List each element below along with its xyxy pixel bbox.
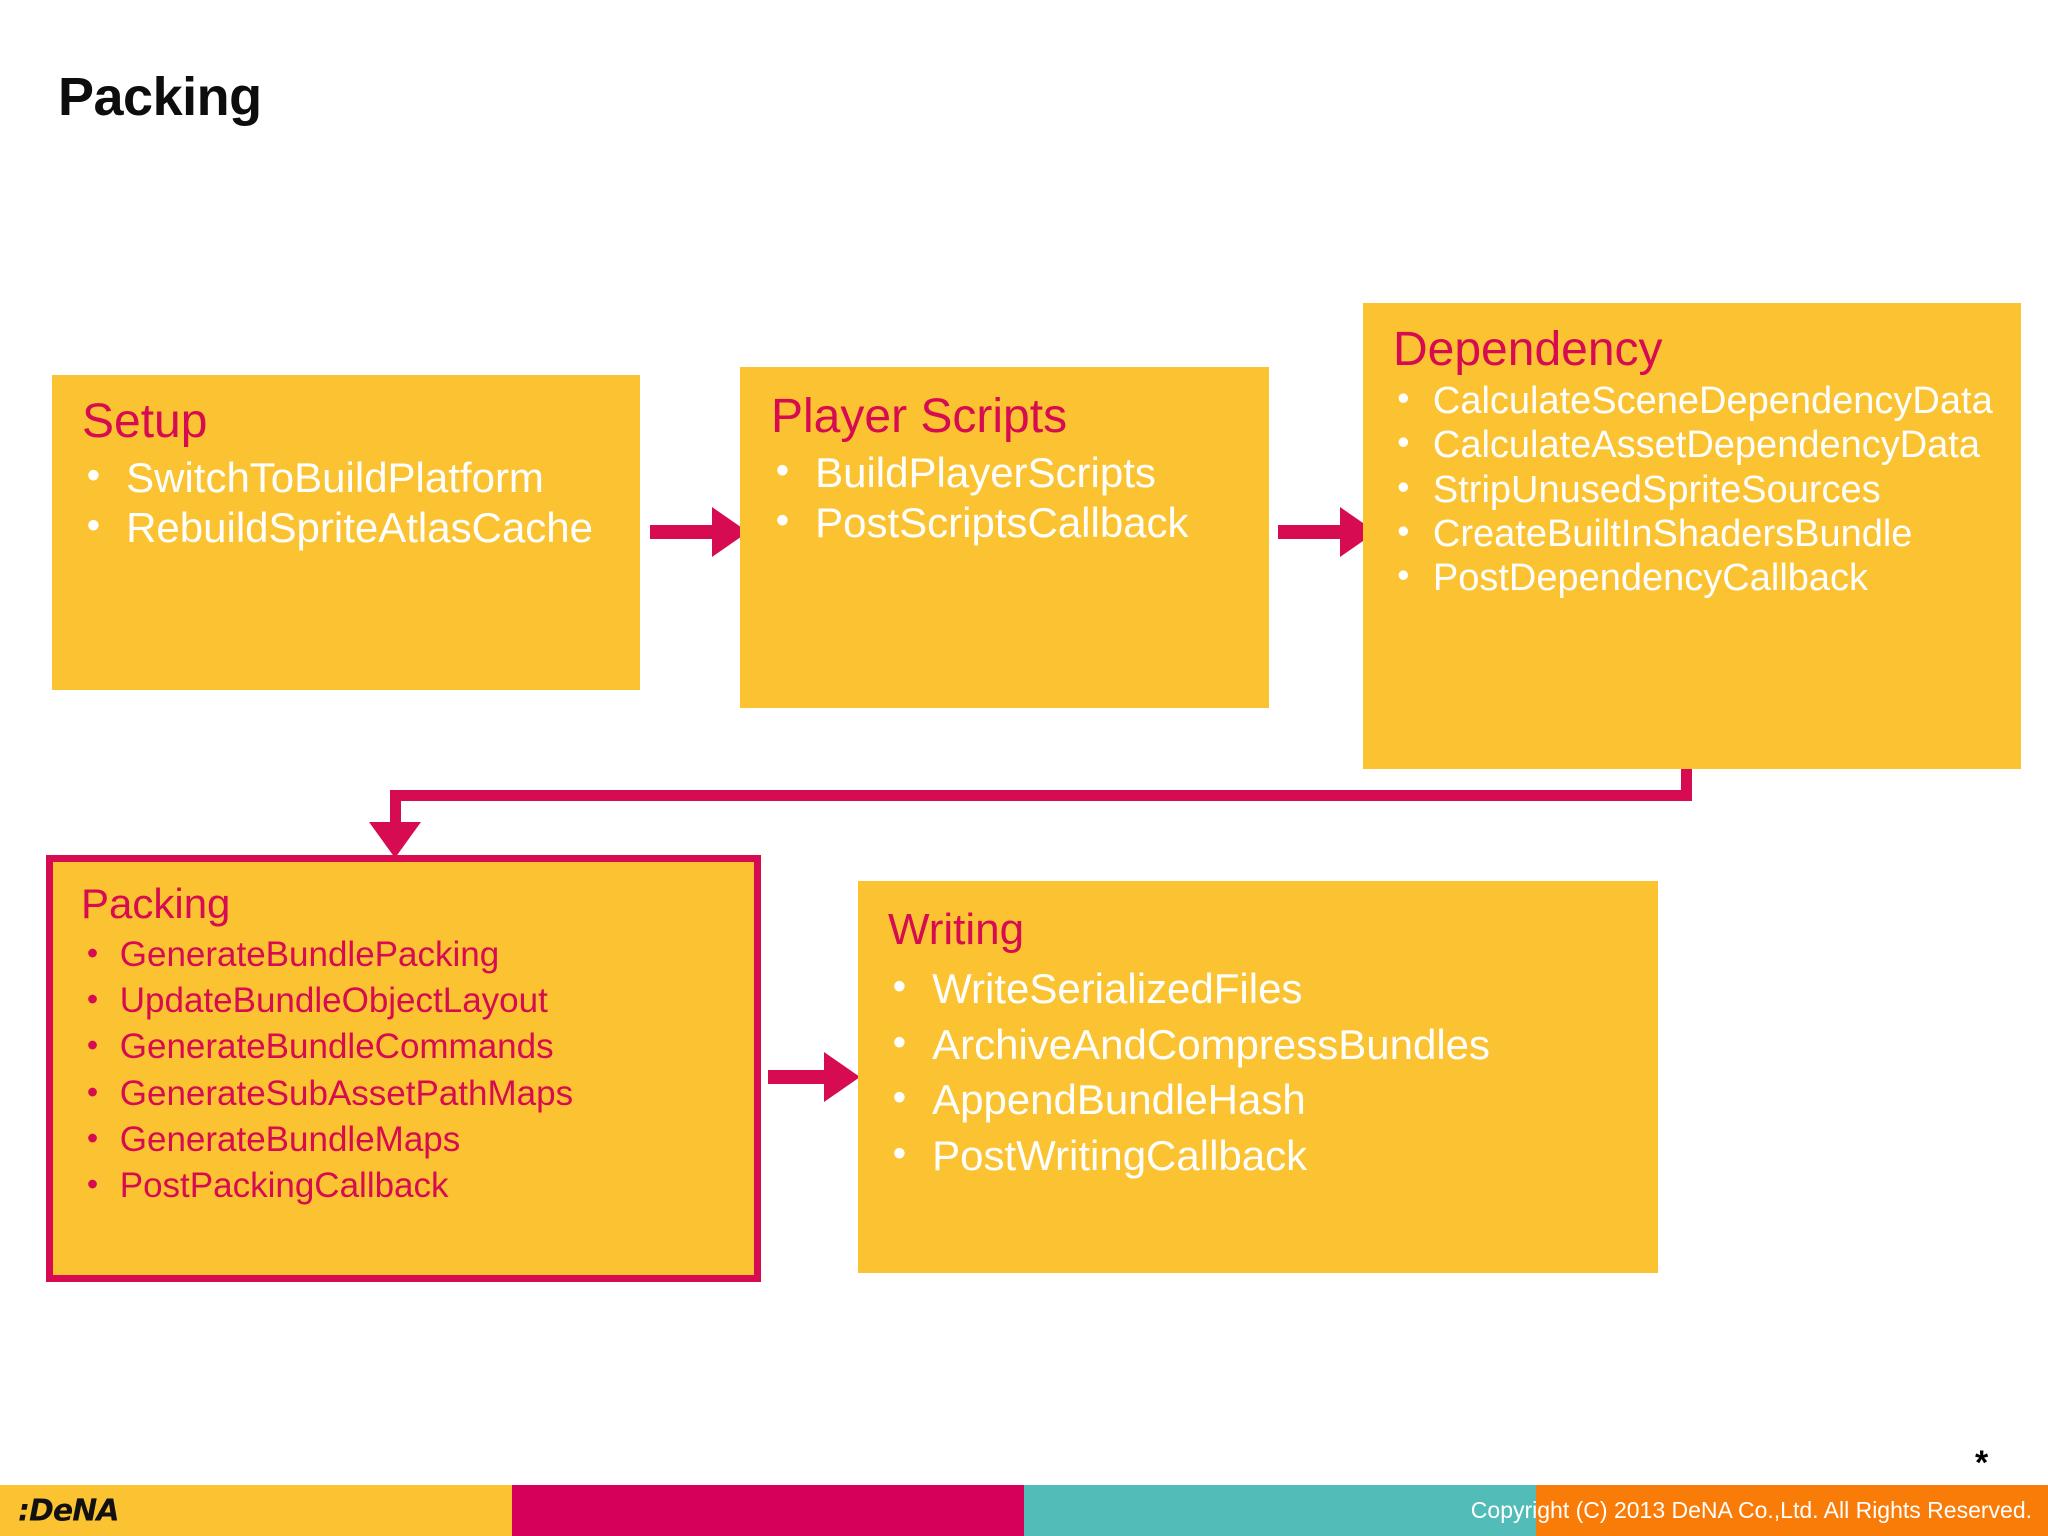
arrow-head-icon	[824, 1052, 860, 1102]
footer-band-orange: Copyright (C) 2013 DeNA Co.,Ltd. All Rig…	[1471, 1485, 2048, 1536]
arrow-packing-to-writing	[768, 1070, 830, 1084]
list-item: GenerateBundleCommands	[83, 1024, 736, 1070]
list-item: BuildPlayerScripts	[771, 448, 1249, 497]
stage-list-packing: GenerateBundlePacking UpdateBundleObject…	[83, 932, 736, 1209]
stage-title-packing: Packing	[81, 880, 231, 927]
stage-box-packing[interactable]: Packing GenerateBundlePacking UpdateBund…	[46, 855, 761, 1282]
connector-dependency-to-packing-segment	[390, 790, 1692, 801]
stage-list-dependency: CalculateSceneDependencyData CalculateAs…	[1393, 379, 2003, 599]
footnote-asterisk: *	[1975, 1444, 1989, 1482]
footer-band-yellow: :DeNA	[0, 1485, 512, 1536]
stage-title-dependency: Dependency	[1393, 323, 1663, 376]
copyright-text: Copyright (C) 2013 DeNA Co.,Ltd. All Rig…	[1470, 1497, 2032, 1523]
list-item: RebuildSpriteAtlasCache	[82, 503, 614, 552]
arrow-head-icon	[369, 822, 421, 858]
stage-box-player-scripts[interactable]: Player Scripts BuildPlayerScripts PostSc…	[740, 367, 1269, 708]
list-item: PostPackingCallback	[83, 1163, 736, 1209]
arrow-player-scripts-to-dependency	[1278, 525, 1346, 539]
footer: :DeNA Copyright (C) 2013 DeNA Co.,Ltd. A…	[0, 1485, 2048, 1536]
list-item: StripUnusedSpriteSources	[1393, 468, 2003, 512]
page-title: Packing	[58, 67, 262, 127]
list-item: CreateBuiltInShadersBundle	[1393, 512, 2003, 556]
arrow-setup-to-player-scripts	[650, 525, 718, 539]
list-item: UpdateBundleObjectLayout	[83, 978, 736, 1024]
connector-dependency-to-packing-segment	[390, 790, 401, 828]
list-item: PostDependencyCallback	[1393, 556, 2003, 600]
stage-box-writing[interactable]: Writing WriteSerializedFiles ArchiveAndC…	[858, 881, 1658, 1273]
list-item: PostWritingCallback	[888, 1128, 1640, 1183]
list-item: GenerateSubAssetPathMaps	[83, 1071, 736, 1117]
footer-band-crimson	[512, 1485, 1024, 1536]
list-item: SwitchToBuildPlatform	[82, 453, 614, 502]
list-item: ArchiveAndCompressBundles	[888, 1017, 1640, 1072]
list-item: AppendBundleHash	[888, 1072, 1640, 1127]
stage-title-setup: Setup	[82, 395, 208, 448]
list-item: WriteSerializedFiles	[888, 961, 1640, 1016]
list-item: PostScriptsCallback	[771, 498, 1249, 547]
stage-list-writing: WriteSerializedFiles ArchiveAndCompressB…	[888, 961, 1640, 1183]
list-item: GenerateBundleMaps	[83, 1117, 736, 1163]
list-item: GenerateBundlePacking	[83, 932, 736, 978]
stage-list-player-scripts: BuildPlayerScripts PostScriptsCallback	[771, 448, 1249, 546]
stage-box-dependency[interactable]: Dependency CalculateSceneDependencyData …	[1363, 303, 2021, 769]
connector-dependency-to-packing-segment	[1681, 769, 1692, 799]
footer-band-teal	[1024, 1485, 1536, 1536]
stage-box-setup[interactable]: Setup SwitchToBuildPlatform RebuildSprit…	[52, 375, 640, 690]
dena-logo: :DeNA	[18, 1493, 120, 1528]
list-item: CalculateSceneDependencyData	[1393, 379, 2003, 423]
stage-title-writing: Writing	[888, 905, 1025, 954]
list-item: CalculateAssetDependencyData	[1393, 423, 2003, 467]
stage-title-player-scripts: Player Scripts	[771, 390, 1068, 443]
stage-list-setup: SwitchToBuildPlatform RebuildSpriteAtlas…	[82, 453, 614, 551]
